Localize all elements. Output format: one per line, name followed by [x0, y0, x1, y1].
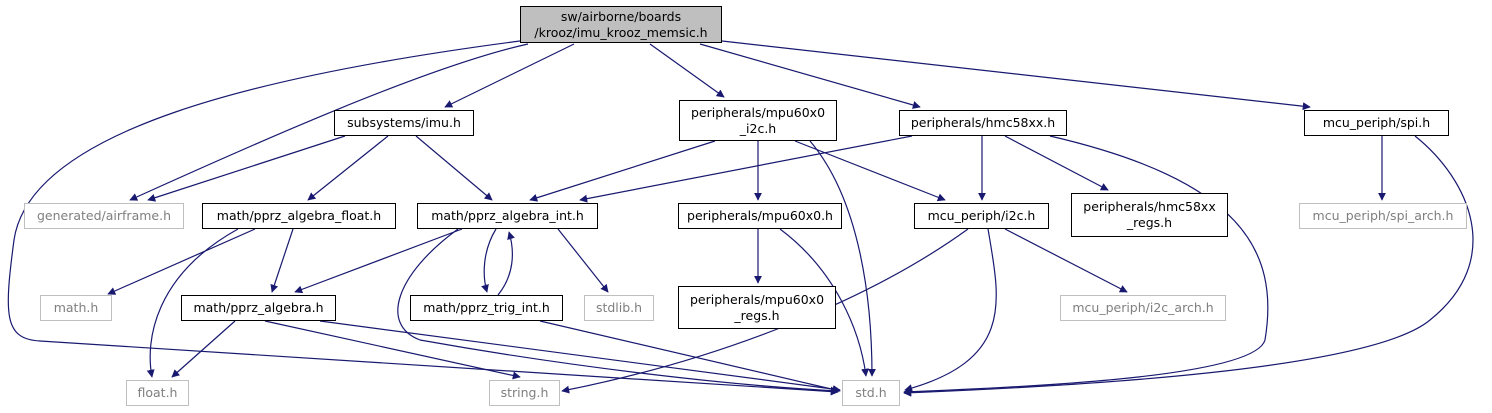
- edge-root-std: [7, 40, 839, 396]
- edge-algebra-float-h: [171, 320, 236, 378]
- node-hmc58xx-regs[interactable]: peripherals/hmc58xx _regs.h: [1071, 193, 1228, 237]
- edge-hmc58xx-std: [903, 135, 1269, 396]
- node-math-h[interactable]: math.h: [40, 295, 112, 321]
- node-airframe[interactable]: generated/airframe.h: [24, 203, 184, 229]
- edge-i2c-std: [904, 228, 997, 392]
- node-pprz-algebra-int[interactable]: math/pprz_algebra_int.h: [417, 203, 598, 229]
- edge-algebra-int-trig-int: [481, 228, 497, 293]
- edge-hmc58xx-hmc58xx-regs: [1004, 135, 1109, 191]
- node-mpu60x0[interactable]: peripherals/mpu60x0.h: [678, 203, 842, 229]
- edge-algebra-int-std: [397, 228, 839, 395]
- edge-trig-int-std: [539, 320, 841, 394]
- edge-mpu60x0-std: [779, 228, 870, 377]
- edge-algebra-int-algebra: [294, 228, 463, 294]
- edge-imu-algebra-int: [415, 135, 493, 201]
- node-pprz-algebra-float[interactable]: math/pprz_algebra_float.h: [202, 203, 396, 229]
- node-pprz-algebra[interactable]: math/pprz_algebra.h: [181, 295, 336, 321]
- edge-hmc58xx-algebra-int: [579, 135, 913, 203]
- edge-algebra-float-math: [107, 228, 256, 295]
- edge-root-mpu60x0-i2c: [649, 43, 725, 98]
- node-hmc58xx[interactable]: peripherals/hmc58xx.h: [899, 110, 1067, 136]
- edge-root-imu: [444, 43, 575, 108]
- node-spi-arch[interactable]: mcu_periph/spi_arch.h: [1299, 203, 1467, 229]
- node-mpu60x0-i2c[interactable]: peripherals/mpu60x0 _i2c.h: [679, 100, 837, 141]
- node-imu[interactable]: subsystems/imu.h: [334, 110, 474, 136]
- node-root[interactable]: sw/airborne/boards /krooz/imu_krooz_mems…: [520, 6, 722, 43]
- edge-imu-algebra-float: [307, 135, 389, 201]
- edge-mpu60x0-i2c-algebra-int: [529, 140, 716, 202]
- node-float-h[interactable]: float.h: [126, 380, 189, 406]
- edge-algebra-float-algebra: [270, 228, 294, 293]
- node-spi[interactable]: mcu_periph/spi.h: [1304, 110, 1449, 136]
- node-mpu60x0-regs[interactable]: peripherals/mpu60x0 _regs.h: [678, 286, 836, 329]
- edge-algebra-std: [319, 320, 841, 394]
- edge-spi-std: [903, 135, 1474, 397]
- edge-root-hmc58xx: [699, 43, 921, 109]
- edge-trig-int-algebra-int: [497, 231, 515, 296]
- node-i2c[interactable]: mcu_periph/i2c.h: [914, 203, 1049, 229]
- node-pprz-trig-int[interactable]: math/pprz_trig_int.h: [410, 295, 563, 321]
- edge-i2c-i2c-arch: [1004, 228, 1128, 293]
- edge-algebra-int-stdlib: [557, 228, 609, 293]
- edge-root-spi: [721, 40, 1311, 111]
- edge-mpu60x0-i2c-i2c: [794, 140, 946, 202]
- edge-imu-airframe: [147, 135, 346, 202]
- edge-algebra-string: [264, 320, 521, 380]
- node-i2c-arch[interactable]: mcu_periph/i2c_arch.h: [1060, 295, 1226, 321]
- edge-algebra-float-float: [146, 228, 239, 378]
- edge-root-airframe: [129, 43, 529, 201]
- edge-mpu60x0-i2c-std: [809, 140, 876, 377]
- node-stdlib[interactable]: stdlib.h: [584, 295, 654, 321]
- node-string-h[interactable]: string.h: [489, 380, 560, 406]
- node-std-h[interactable]: std.h: [842, 380, 900, 406]
